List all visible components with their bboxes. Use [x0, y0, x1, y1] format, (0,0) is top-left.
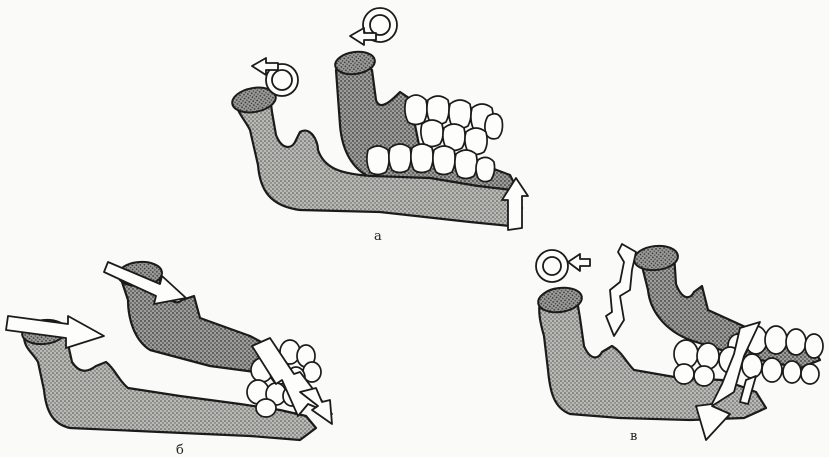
- panel-v: в: [536, 244, 823, 444]
- panel-label-a: а: [374, 229, 382, 244]
- rotation-arrow-far-a: [350, 8, 397, 45]
- panel-a: а: [230, 8, 528, 244]
- panel-label-v: в: [630, 429, 637, 444]
- panel-b: б: [6, 260, 332, 457]
- vertical-arrow-far-v: [606, 244, 636, 336]
- panel-label-b: б: [176, 443, 184, 457]
- rotation-arrow-near-v: [536, 250, 590, 282]
